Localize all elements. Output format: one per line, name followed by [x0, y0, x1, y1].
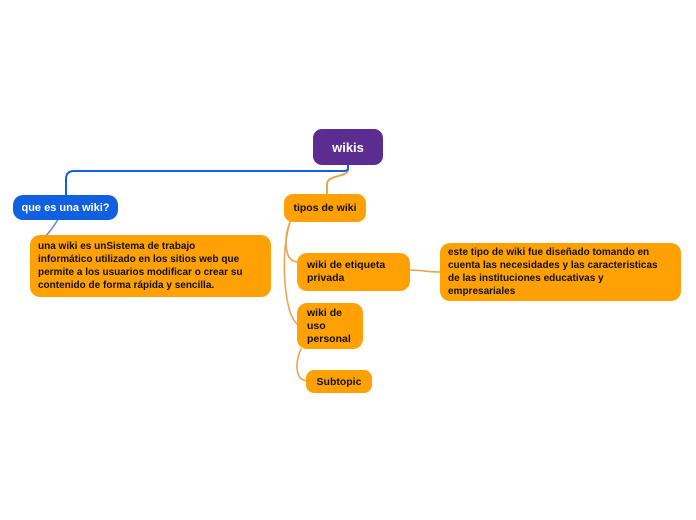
- node-que-es-description[interactable]: una wiki es unSistema de trabajo informá…: [30, 235, 271, 297]
- connector-etiqueta-desc: [409, 269, 441, 273]
- node-tipos-de-wiki[interactable]: tipos de wiki: [284, 194, 366, 222]
- node-etiqueta-description[interactable]: este tipo de wiki fue diseñado tomando e…: [440, 243, 681, 301]
- connector-tipos-uso-personal: [283, 221, 298, 325]
- connector-uso-personal-subtopic: [296, 348, 308, 382]
- node-que-es-una-wiki[interactable]: que es una wiki?: [13, 195, 118, 220]
- connector-root-tipos: [326, 163, 349, 195]
- node-wikis[interactable]: wikis: [313, 129, 383, 165]
- node-wiki-etiqueta-privada[interactable]: wiki de etiqueta privada: [297, 253, 410, 291]
- node-subtopic[interactable]: Subtopic: [306, 370, 372, 393]
- node-wiki-uso-personal[interactable]: wiki de uso personal: [297, 303, 363, 349]
- connector-root-que-es: [65, 163, 349, 196]
